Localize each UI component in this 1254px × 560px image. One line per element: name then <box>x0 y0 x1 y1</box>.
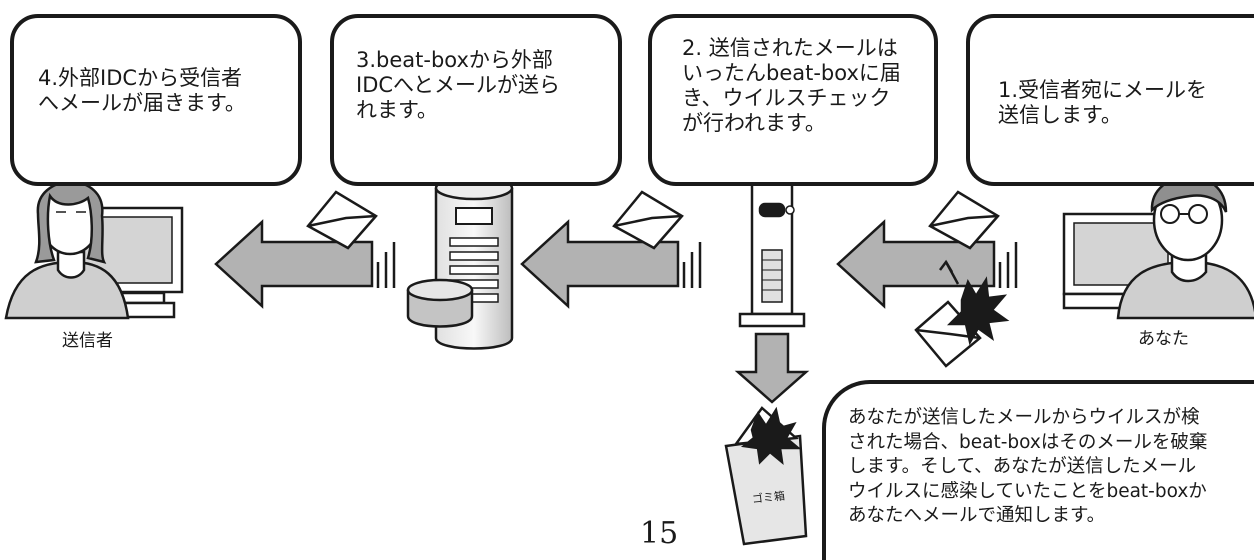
external-idc-server <box>406 175 514 350</box>
virus-envelope-icon <box>914 259 1010 368</box>
trash-box-icon <box>724 406 808 546</box>
sender-label: 送信者 <box>62 331 113 351</box>
you-figure <box>1062 175 1254 320</box>
step-3-text: 3.beat-boxから外部 IDCへとメールが送ら れます。 <box>356 48 560 122</box>
you-label: あなた <box>1138 329 1189 349</box>
step-4-bubble: 4.外部IDCから受信者 へメールが届きます。 <box>10 14 302 186</box>
step-3-bubble: 3.beat-boxから外部 IDCへとメールが送ら れます。 <box>330 14 622 186</box>
beat-box-server <box>738 164 806 328</box>
discard-arrow <box>734 332 810 404</box>
flow-arrow-you-to-beatbox <box>836 190 1018 309</box>
page-number: 15 <box>640 516 679 551</box>
virus-note-text: あなたが送信したメールからウイルスが検 された場合、beat-boxはそのメール… <box>848 407 1208 526</box>
step-4-text: 4.外部IDCから受信者 へメールが届きます。 <box>38 66 246 115</box>
step-1-text: 1.受信者宛にメールを 送信します。 <box>998 78 1208 127</box>
flow-arrow-idc-to-recipient <box>214 190 396 309</box>
step-2-text: 2. 送信されたメールは いったんbeat-boxに届 き、ウイルスチェック が… <box>682 36 901 135</box>
step-2-bubble: 2. 送信されたメールは いったんbeat-boxに届 き、ウイルスチェック が… <box>648 14 938 186</box>
flow-arrow-beatbox-to-idc <box>520 190 702 309</box>
virus-note-bubble: あなたが送信したメールからウイルスが検 された場合、beat-boxはそのメール… <box>822 380 1254 560</box>
step-1-bubble: 1.受信者宛にメールを 送信します。 <box>966 14 1254 186</box>
recipient-figure <box>4 180 184 320</box>
